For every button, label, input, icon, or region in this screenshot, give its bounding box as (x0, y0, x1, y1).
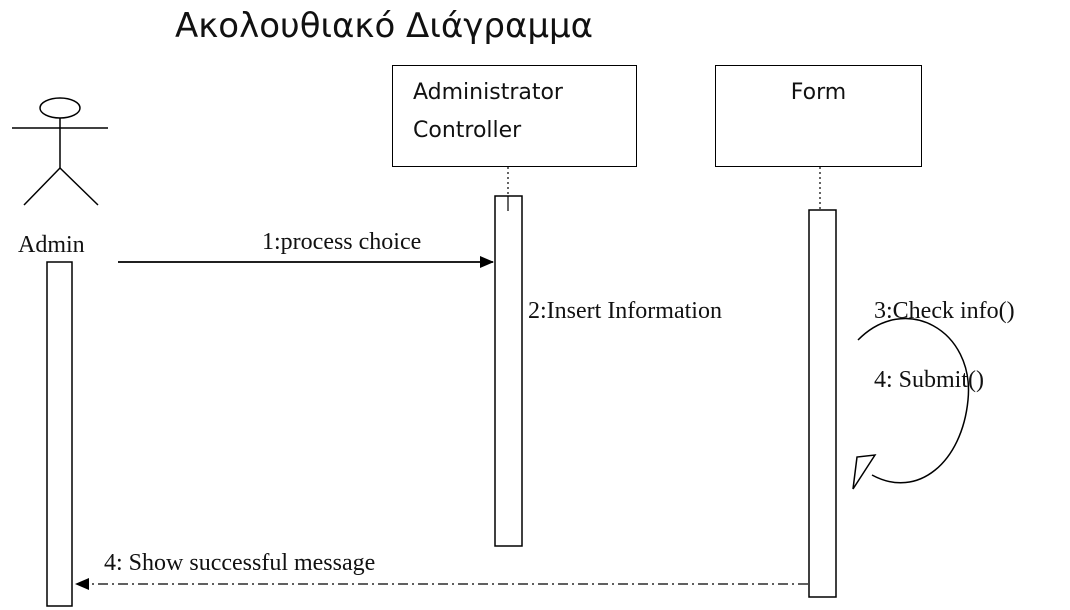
message-1-label: 1:process choice (262, 229, 422, 255)
admin-activation-bar (46, 261, 73, 607)
controller-activation-bar (494, 195, 523, 547)
actor-label: Admin (18, 232, 85, 258)
form-activation-bar (808, 209, 837, 598)
return-message-label: 4: Show successful message (104, 550, 376, 576)
message-4-label: 4: Submit() (874, 367, 985, 393)
message-2-label: 2:Insert Information (528, 298, 722, 324)
administrator-controller-object: Administrator Controller (392, 65, 637, 167)
diagram-title: Ακολουθιακό Διάγραμμα (175, 6, 594, 46)
object-label: Form (790, 80, 847, 105)
message-3-label: 3:Check info() (874, 298, 1015, 324)
self-message-loop (857, 317, 970, 484)
self-message-arrowhead (852, 454, 877, 490)
stick-figure-actor-icon (12, 97, 108, 206)
object-label-line1: Administrator (413, 80, 563, 105)
form-object: Form (715, 65, 922, 167)
object-label-line2: Controller (413, 118, 522, 143)
